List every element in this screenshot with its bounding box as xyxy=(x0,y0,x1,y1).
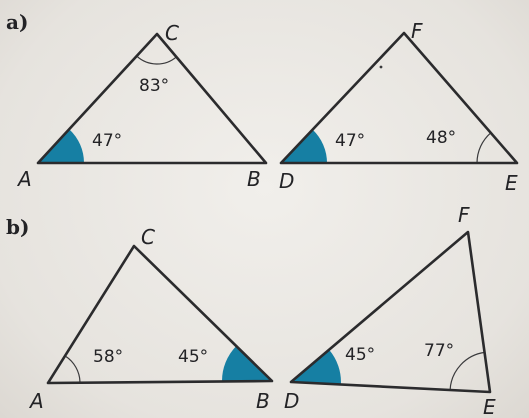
triangle-a-abc: A B C 47° 83° xyxy=(16,21,268,191)
triangle-a-def: D E F 47° 48° xyxy=(279,19,519,195)
vertex-label-c: C xyxy=(165,21,179,45)
angle-e-arc xyxy=(449,351,485,391)
angle-value-d: 45° xyxy=(345,345,375,365)
angle-a-filled-sector xyxy=(38,129,84,163)
vertex-label-b: B xyxy=(247,167,261,191)
vertex-label-f: F xyxy=(411,19,423,43)
vertex-label-e: E xyxy=(505,171,518,195)
triangle-b-abc-edges xyxy=(46,244,274,385)
angle-e-arc xyxy=(476,132,492,164)
angle-b-filled-sector xyxy=(221,346,272,382)
vertex-label-f: F xyxy=(458,203,470,227)
angle-value-a: 58° xyxy=(93,347,123,367)
angle-value-c: 83° xyxy=(139,76,169,96)
angle-c-arc xyxy=(136,55,177,65)
part-b-label: b) xyxy=(6,215,29,239)
angle-d-filled-sector xyxy=(291,349,341,385)
angle-value-a: 47° xyxy=(92,131,122,151)
angle-value-e: 48° xyxy=(426,128,456,148)
triangle-b-def: D E F 45° 77° xyxy=(284,203,496,418)
vertex-label-a: A xyxy=(28,389,44,413)
angle-value-e: 77° xyxy=(424,341,454,361)
vertex-label-c: C xyxy=(141,225,155,249)
part-a-label: a) xyxy=(6,10,28,34)
vertex-label-d: D xyxy=(284,389,299,413)
angle-value-b: 45° xyxy=(178,347,208,367)
triangle-a-def-edges xyxy=(279,31,519,165)
triangle-b-def-edges xyxy=(289,230,492,394)
angle-value-d: 47° xyxy=(335,131,365,151)
angle-d-filled-sector xyxy=(281,129,327,163)
stray-dot xyxy=(379,65,383,69)
angle-a-arc xyxy=(64,355,81,383)
vertex-label-e: E xyxy=(483,395,496,418)
vertex-label-b: B xyxy=(256,389,270,413)
triangle-b-abc: A B C 58° 45° xyxy=(28,225,274,413)
triangle-a-abc-edges xyxy=(36,32,268,165)
vertex-label-a: A xyxy=(16,167,32,191)
vertex-label-d: D xyxy=(279,169,294,193)
